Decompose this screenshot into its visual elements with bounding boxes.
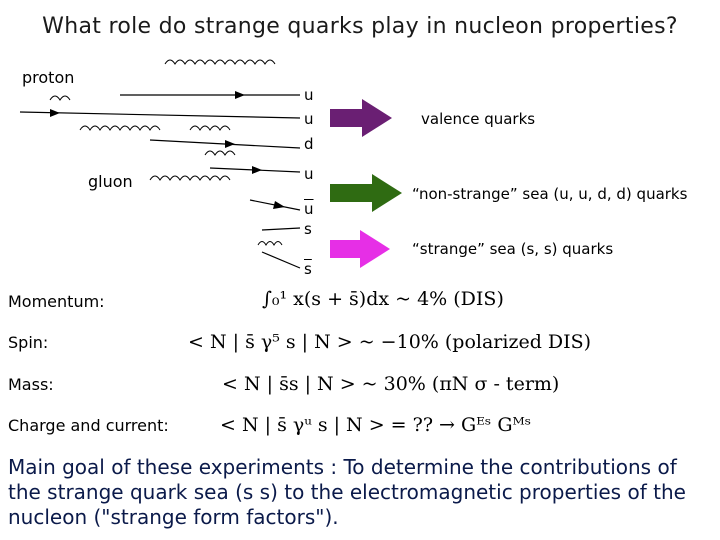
quark-label: u — [304, 110, 314, 128]
quark-label: s — [304, 260, 312, 278]
valence-label: valence quarks — [421, 110, 536, 128]
page-title: What role do strange quarks play in nucl… — [42, 14, 678, 39]
quark-label: d — [304, 135, 314, 153]
goal-text: Main goal of these experiments : To dete… — [8, 455, 686, 529]
property-label: Spin: — [8, 333, 49, 352]
nonstrange-label: “non-strange” sea (u, u, d, d) quarks — [412, 185, 688, 203]
gluon-label: gluon — [88, 172, 133, 191]
property-expression: ∫₀¹ x(s + s̄)dx ~ 4% (DIS) — [262, 288, 504, 310]
property-label: Mass: — [8, 375, 54, 394]
valence-arrow — [330, 99, 392, 137]
property-expression: < N | s̄ γᵘ s | N > = ?? → Gᴱˢ Gᴹˢ — [220, 414, 532, 436]
quark-label: u — [304, 200, 314, 218]
nonstrange-arrow — [330, 174, 402, 212]
property-label: Momentum: — [8, 292, 105, 311]
property-label: Charge and current: — [8, 416, 169, 435]
quark-label: s — [304, 220, 312, 238]
property-expression: < N | s̄ γ⁵ s | N > ~ −10% (polarized DI… — [188, 331, 592, 353]
strange-label: “strange” sea (s, s) quarks — [412, 240, 614, 258]
strange-arrow — [330, 230, 390, 268]
quark-label: u — [304, 165, 314, 183]
quark-label: u — [304, 86, 314, 104]
property-expression: < N | s̄s | N > ~ 30% (πN σ - term) — [222, 373, 560, 395]
proton-label: proton — [22, 68, 75, 87]
